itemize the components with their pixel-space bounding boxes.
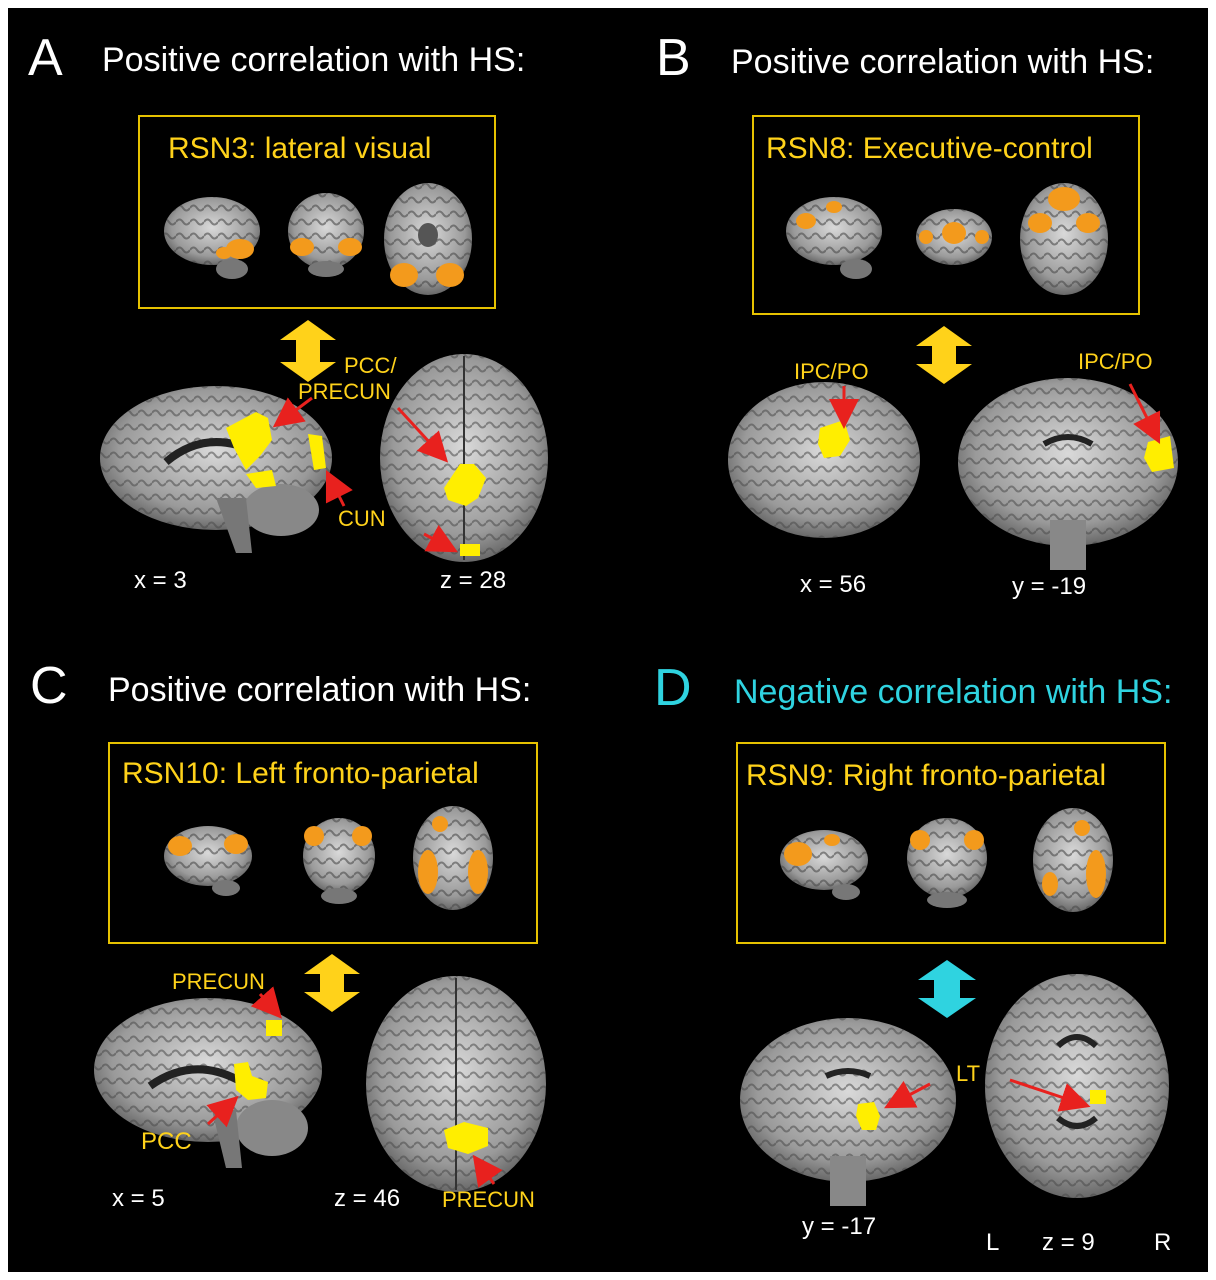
coordinate-label-y: y = -17 [802, 1213, 877, 1240]
panel-letter: A [28, 29, 63, 87]
axial-brain-slice [985, 974, 1169, 1198]
network-thumbnail-coronal [916, 209, 992, 265]
panel-c: C Positive correlation with HS: RSN10: L… [8, 640, 608, 1272]
double-arrow [280, 320, 336, 382]
sagittal-brain-slice [94, 998, 322, 1168]
panel-d: D Negative correlation with HS: RSN9: Ri… [608, 640, 1208, 1272]
coordinate-label-x: x = 3 [134, 567, 187, 594]
region-label-pcc: PCC/ [344, 353, 397, 378]
coronal-brain-slice [740, 1018, 956, 1206]
panel-heading: Positive correlation with HS: [102, 41, 526, 79]
region-label-ipc-po: IPC/PO [794, 359, 869, 384]
sagittal-brain-slice [100, 386, 332, 553]
network-label: RSN3: lateral visual [168, 132, 432, 165]
network-box: RSN10: Left fronto-parietal [108, 742, 538, 944]
region-label-precun: PRECUN [442, 1187, 535, 1212]
double-arrow [916, 326, 972, 384]
axial-brain-slice [366, 976, 546, 1192]
panel-letter: D [654, 659, 692, 717]
sagittal-brain-slice [728, 382, 920, 538]
network-label: RSN9: Right fronto-parietal [746, 759, 1107, 792]
region-label-ipc-po: IPC/PO [1078, 349, 1153, 374]
network-label: RSN8: Executive-control [766, 132, 1093, 165]
double-arrow [304, 954, 360, 1012]
network-thumbnail-axial [1033, 808, 1113, 912]
region-label-pcc: PCC [141, 1128, 192, 1155]
left-hemisphere-label: L [986, 1229, 1000, 1256]
network-thumbnail-axial [384, 183, 472, 295]
network-thumbnail-axial [413, 806, 493, 910]
coronal-brain-slice [958, 378, 1178, 570]
network-thumbnail-sagittal [164, 826, 252, 896]
coordinate-label-x: x = 5 [112, 1185, 165, 1212]
panel-letter: B [656, 29, 691, 87]
coordinate-label-z: z = 46 [334, 1185, 401, 1212]
figure-frame: A Positive correlation with HS: RSN3: la… [8, 8, 1208, 1272]
region-label-cun: CUN [338, 506, 386, 531]
right-hemisphere-label: R [1154, 1229, 1172, 1256]
coordinate-label-y: y = -19 [1012, 573, 1087, 600]
network-box: RSN3: lateral visual [138, 115, 496, 309]
coordinate-label-z: z = 28 [440, 567, 507, 594]
double-arrow [918, 960, 976, 1018]
panel-heading: Negative correlation with HS: [734, 673, 1173, 711]
coordinate-label-z: z = 9 [1042, 1229, 1095, 1256]
panel-heading: Positive correlation with HS: [731, 43, 1155, 81]
region-label-precun: PRECUN [298, 379, 391, 404]
network-thumbnail-sagittal [164, 197, 260, 279]
network-thumbnail-coronal [907, 818, 987, 908]
panel-letter: C [30, 657, 68, 715]
region-label-precun: PRECUN [172, 969, 265, 994]
network-thumbnail-sagittal [786, 197, 882, 279]
network-box: RSN8: Executive-control [752, 115, 1140, 315]
panel-a: A Positive correlation with HS: RSN3: la… [8, 8, 608, 640]
coordinate-label-x: x = 56 [800, 571, 867, 598]
network-thumbnail-coronal [303, 818, 375, 904]
network-thumbnail-sagittal [780, 830, 868, 900]
panel-b: B Positive correlation with HS: RSN8: Ex… [608, 8, 1208, 640]
network-label: RSN10: Left fronto-parietal [122, 757, 479, 790]
network-thumbnail-axial [1020, 183, 1108, 295]
axial-brain-slice [380, 354, 548, 562]
network-thumbnail-coronal [288, 193, 364, 277]
network-box: RSN9: Right fronto-parietal [736, 742, 1166, 944]
region-label-lt: LT [956, 1061, 981, 1086]
panel-heading: Positive correlation with HS: [108, 671, 532, 709]
